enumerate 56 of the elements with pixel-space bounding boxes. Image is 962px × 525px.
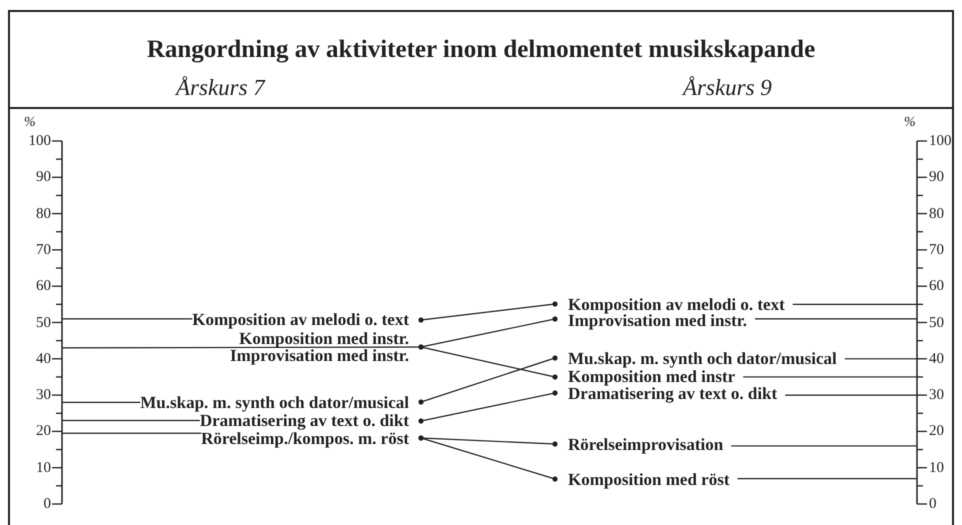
tick-label: 60 (929, 278, 944, 296)
leader-line (738, 478, 917, 480)
leader-line (792, 304, 917, 305)
tick-label: 30 (35, 387, 51, 404)
activity-label: Rörelseimp./kompos. m. röst (201, 430, 421, 447)
tick-label: 50 (929, 314, 944, 332)
tick-label: 50 (35, 314, 51, 332)
tick-label: 10 (35, 460, 51, 477)
leader-line (731, 445, 917, 447)
activity-label: Mu.skap. m. synth och dator/musical (555, 350, 845, 367)
tick-label: 0 (42, 496, 51, 513)
tick-label: 20 (929, 423, 944, 440)
leader-line (844, 358, 917, 360)
leader-line (785, 394, 917, 396)
activity-label: Komposition av melodi o. text (192, 311, 421, 328)
title: Rangordning av aktiviteter inom delmomentet musikskapande (146, 36, 816, 64)
connector-line (418, 301, 558, 323)
activity-label: Improvisation med instr. (230, 347, 421, 364)
tick-label: 90 (35, 169, 51, 186)
activity-label: Dramatisering av text o. dikt (555, 385, 786, 402)
connector-line (418, 316, 558, 350)
activity-label: Komposition av melodi o. text (555, 296, 793, 313)
tick-label: 90 (929, 169, 944, 186)
leader-line (62, 420, 200, 422)
connector-line (418, 390, 558, 424)
leader-line (62, 318, 192, 320)
tick-label: 10 (929, 460, 944, 477)
grade-label: Årskurs 7 (176, 75, 265, 101)
leader-line (62, 432, 202, 434)
tick-label: 0 (929, 496, 936, 513)
tick-label: 70 (929, 242, 944, 259)
tick-label: 60 (35, 278, 51, 296)
leader-line (62, 402, 140, 403)
tick-label: 20 (35, 423, 51, 440)
grade-label: Årskurs 9 (683, 75, 772, 101)
activity-label: Rörelseimprovisation (555, 436, 732, 453)
activity-label: Komposition med instr (555, 368, 744, 385)
tick-label: 40 (929, 350, 944, 368)
activity-label: Komposition med röst (555, 471, 738, 488)
leader-line (755, 318, 917, 320)
leader-line (62, 346, 421, 348)
activity-label: Komposition med instr. (239, 330, 421, 347)
tick-label: 100 (28, 133, 51, 150)
tick-label: 40 (35, 350, 51, 368)
tick-label: 80 (35, 206, 51, 223)
activity-label: Mu.skap. m. synth och dator/musical (140, 394, 421, 411)
activity-label: Dramatisering av text o. dikt (200, 412, 421, 429)
tick-label: 80 (929, 206, 944, 223)
tick-label: 70 (35, 242, 51, 259)
connector-line (418, 355, 558, 405)
tick-label: 100 (929, 133, 952, 150)
tick-label: 30 (929, 387, 944, 404)
connector-line (418, 435, 558, 482)
leader-line (743, 376, 917, 378)
unit-label: % (904, 115, 916, 131)
unit-label: % (24, 115, 36, 131)
